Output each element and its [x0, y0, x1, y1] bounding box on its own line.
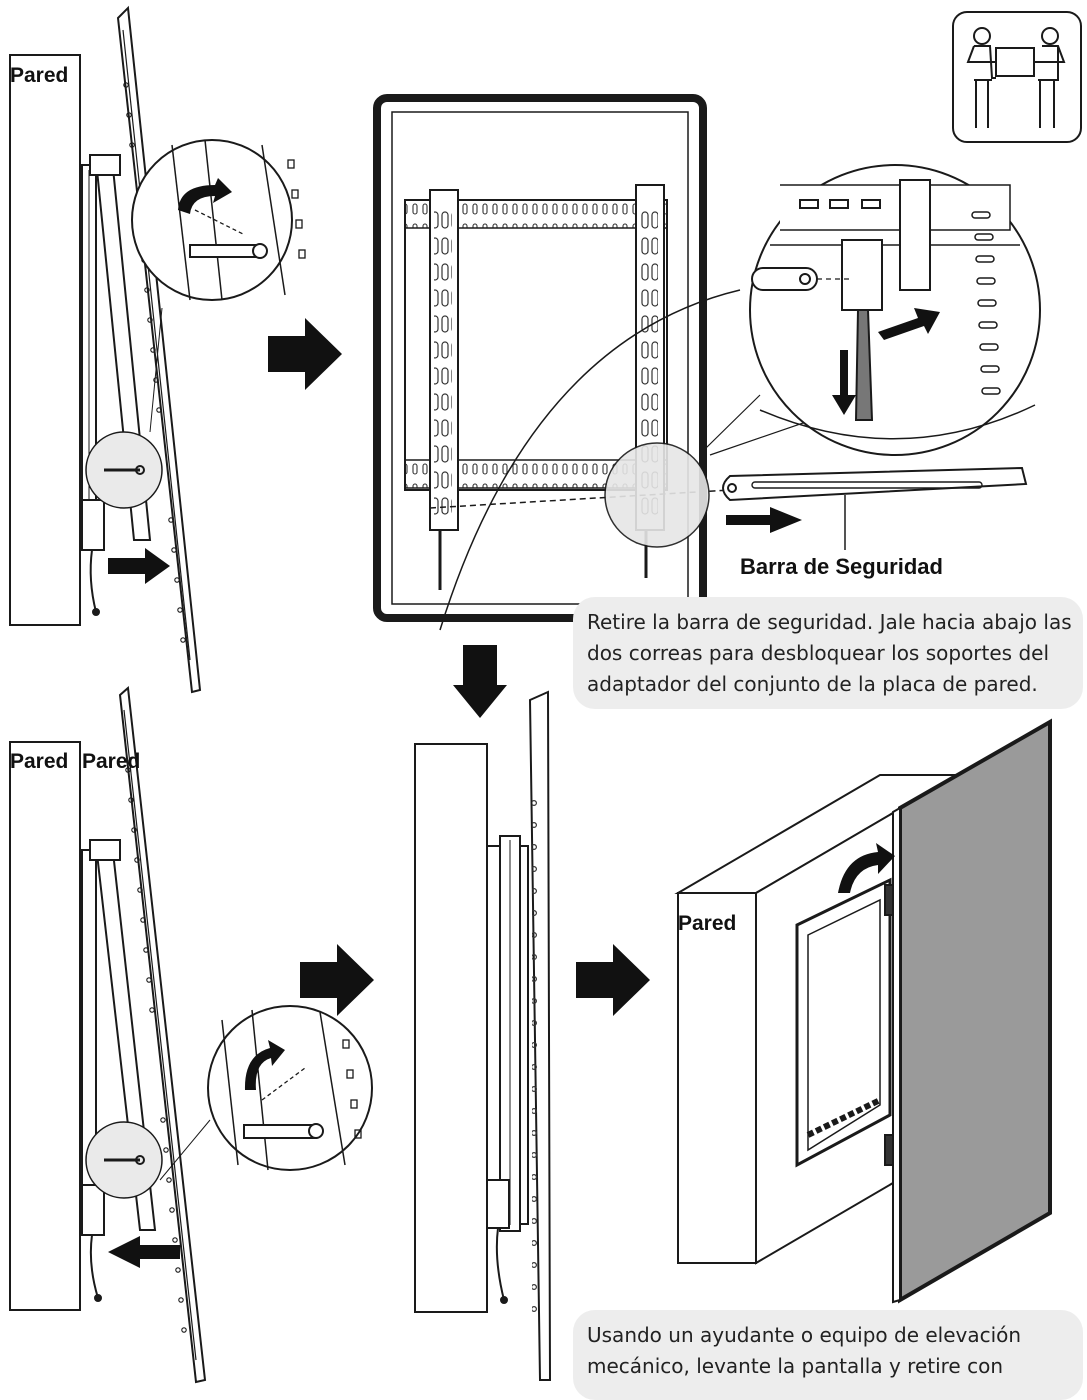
safety-bar — [722, 466, 1028, 550]
instruction-remove-safety-bar: Retire la barra de seguridad. Jale hacia… — [573, 597, 1083, 709]
rotate-arrow-icon — [838, 843, 895, 893]
wall-label: Pared — [678, 912, 737, 935]
wall — [414, 743, 488, 1313]
flow-arrow-icon — [300, 944, 374, 1016]
rotate-arrow-icon — [178, 178, 232, 214]
flow-arrow-icon — [453, 645, 507, 718]
strap — [89, 1234, 99, 1299]
instruction-lift-screen: Usando un ayudante o equipo de elevación… — [573, 1310, 1083, 1400]
flow-arrow-icon — [576, 944, 650, 1016]
wall-label: Pared — [10, 64, 69, 87]
front-view-panel — [373, 94, 871, 631]
side-view-panel-bottom-middle — [414, 690, 552, 1381]
flow-arrow-icon — [268, 318, 342, 390]
caption-line: Usando un ayudante o equipo de elevación — [587, 1323, 1022, 1347]
flow-arrow-icon — [726, 507, 802, 533]
wall-label: Pared — [82, 750, 141, 773]
strap — [89, 549, 97, 613]
safety-bar-label: Barra de Seguridad — [740, 554, 943, 579]
caption-line: dos correas para desbloquear los soporte… — [587, 641, 1050, 665]
zoom-detail-strap — [749, 164, 1041, 456]
wall-plate — [486, 845, 502, 1215]
caption-line: mecánico, levante la pantalla y retire c… — [587, 1354, 1004, 1378]
flow-arrow-icon — [108, 1236, 180, 1268]
tv-screen — [898, 718, 1052, 1304]
rotate-arrow-icon — [244, 1040, 285, 1090]
isometric-panel — [674, 718, 1052, 1304]
two-person-lift-icon — [952, 11, 1082, 143]
wall-label: Pared — [10, 750, 69, 773]
flow-arrow-icon — [108, 548, 170, 584]
wall-front — [677, 892, 757, 1264]
wall — [9, 54, 81, 626]
side-view-panel-top-left — [9, 5, 306, 694]
side-view-panel-bottom-left — [9, 685, 373, 1384]
wall — [9, 741, 81, 1311]
caption-line: Retire la barra de seguridad. Jale hacia… — [587, 610, 1072, 634]
caption-line: adaptador del conjunto de la placa de pa… — [587, 672, 1038, 696]
